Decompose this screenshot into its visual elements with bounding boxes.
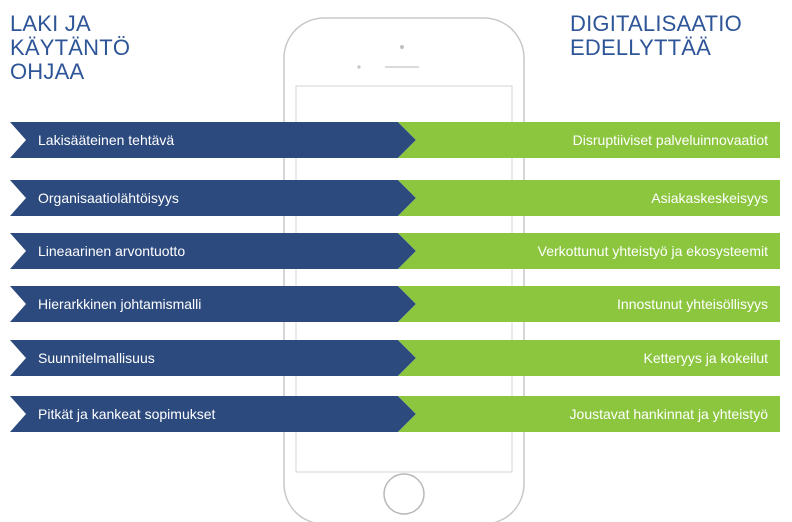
left-label: Hierarkkinen johtamismalli (38, 296, 202, 312)
right-band (398, 180, 780, 216)
right-band (398, 286, 780, 322)
right-heading: DIGITALISAATIO EDELLYTTÄÄ (570, 12, 742, 60)
left-arrow-band (10, 233, 416, 269)
left-heading-line-3: OHJAA (10, 59, 85, 84)
right-band (398, 396, 780, 432)
comparison-row-1: Lakisääteinen tehtävä Disruptiiviset pal… (0, 122, 792, 158)
right-heading-line-1: DIGITALISAATIO (570, 11, 742, 36)
left-arrow-band (10, 122, 416, 158)
left-arrow-band (10, 286, 416, 322)
right-label: Innostunut yhteisöllisyys (617, 296, 768, 312)
left-label: Lineaarinen arvontuotto (38, 243, 186, 259)
comparison-row-5: Suunnitelmallisuus Ketteryys ja kokeilut (0, 340, 792, 376)
left-arrow-band (10, 396, 416, 432)
left-label: Lakisääteinen tehtävä (38, 132, 175, 148)
left-arrow-band (10, 340, 416, 376)
right-label: Joustavat hankinnat ja yhteistyö (569, 406, 768, 422)
left-arrow-band (10, 180, 416, 216)
left-heading: LAKI JA KÄYTÄNTÖ OHJAA (10, 12, 130, 84)
comparison-row-4: Hierarkkinen johtamismalli Innostunut yh… (0, 286, 792, 322)
right-band (398, 122, 780, 158)
right-label: Asiakaskeskeisyys (651, 190, 768, 206)
right-label: Ketteryys ja kokeilut (643, 350, 769, 366)
right-band (398, 233, 780, 269)
right-label: Verkottunut yhteistyö ja ekosysteemit (537, 243, 768, 259)
phone-home-button-icon (383, 473, 425, 515)
comparison-row-6: Pitkät ja kankeat sopimukset Joustavat h… (0, 396, 792, 432)
right-band (398, 340, 780, 376)
comparison-row-3: Lineaarinen arvontuotto Verkottunut yhte… (0, 233, 792, 269)
right-label: Disruptiiviset palveluinnovaatiot (572, 132, 768, 148)
left-heading-line-2: KÄYTÄNTÖ (10, 35, 131, 60)
right-heading-line-2: EDELLYTTÄÄ (570, 35, 711, 60)
comparison-row-2: Organisaatiolähtöisyys Asiakaskeskeisyys (0, 180, 792, 216)
left-heading-line-1: LAKI JA (10, 11, 91, 36)
left-label: Pitkät ja kankeat sopimukset (38, 406, 216, 422)
left-label: Organisaatiolähtöisyys (38, 190, 179, 206)
phone-sensor-icon (357, 65, 361, 69)
phone-camera-icon (400, 45, 404, 49)
left-label: Suunnitelmallisuus (38, 350, 155, 366)
